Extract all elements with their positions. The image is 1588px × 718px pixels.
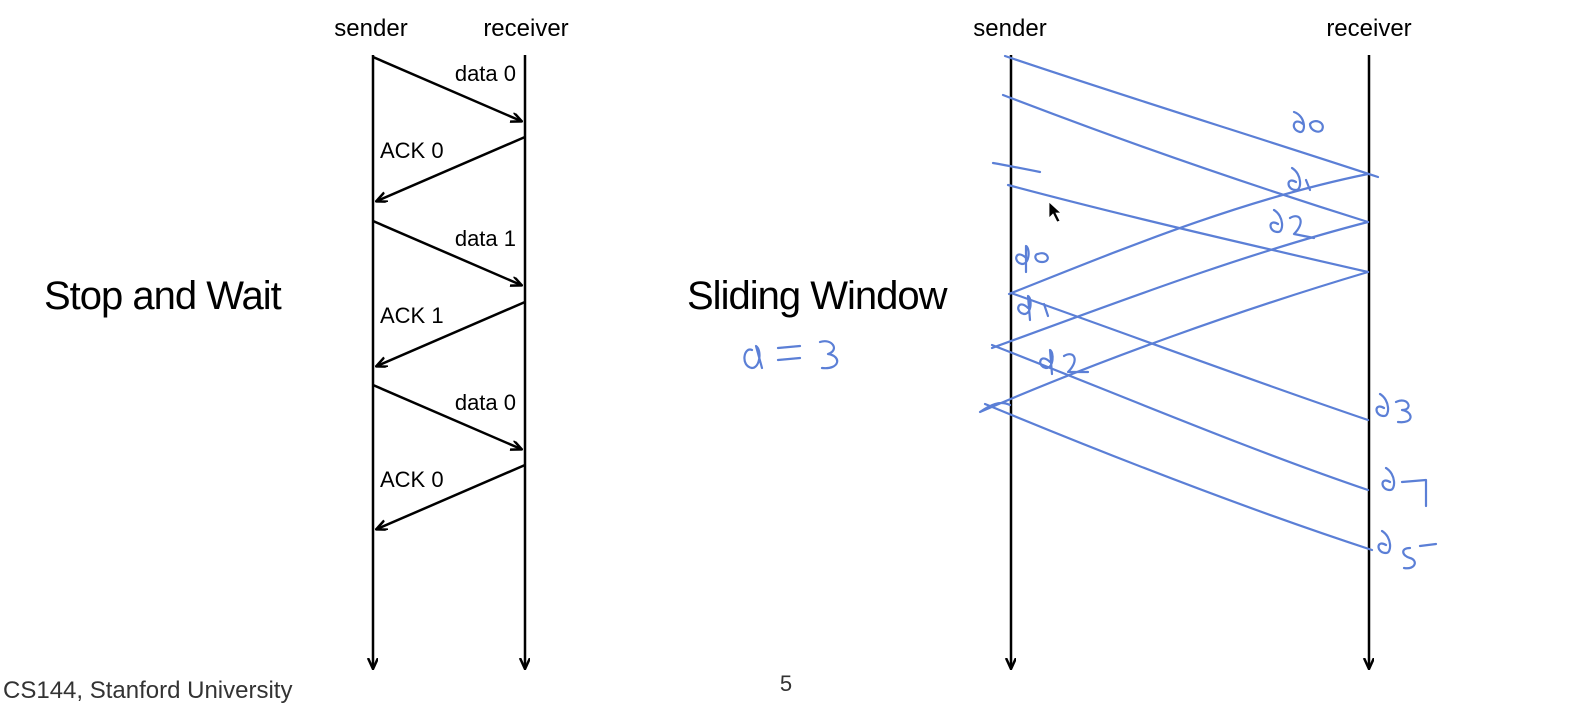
- saw-receiver-label: receiver: [483, 15, 568, 42]
- ink-label-d1: [1287, 166, 1312, 192]
- saw-title: Stop and Wait: [44, 274, 282, 318]
- sw-receiver-label: receiver: [1326, 15, 1411, 42]
- ink-data-d1: [1001, 93, 1370, 224]
- sliding-window-diagram: sender receiver Sliding Window: [687, 15, 1438, 668]
- saw-arrow-data-0-again: [372, 383, 521, 449]
- stop-and-wait-diagram: sender receiver data 0 ACK 0 data 1 ACK …: [44, 15, 569, 668]
- ink-label-a2: [1039, 348, 1090, 376]
- page-number: 5: [780, 671, 792, 696]
- saw-msg-4: ACK 1: [380, 303, 444, 328]
- ink-label-d2: [1269, 208, 1316, 240]
- saw-msg-1: data 0: [455, 61, 516, 86]
- saw-sender-label: sender: [334, 15, 407, 42]
- ink-data-d3: [1009, 291, 1370, 422]
- saw-arrow-data-1: [372, 219, 521, 285]
- saw-msg-6: ACK 0: [380, 467, 444, 492]
- ink-label-d5: [1377, 529, 1438, 570]
- sw-sender-label: sender: [973, 15, 1046, 42]
- handwritten-annotations: [743, 54, 1438, 570]
- saw-msg-5: data 0: [455, 390, 516, 415]
- ink-ack-a0: [1007, 172, 1370, 296]
- ink-label-d0: [1292, 110, 1324, 134]
- ink-ack-a2: [978, 270, 1370, 414]
- saw-arrow-ack-1: [377, 300, 526, 366]
- footer-course: CS144, Stanford University: [3, 677, 292, 704]
- ink-label-a0: [1015, 244, 1049, 274]
- sw-title: Sliding Window: [687, 274, 948, 318]
- ink-window-size-annotation: [743, 340, 839, 370]
- ink-data-d5: [983, 402, 1374, 552]
- ink-ack-a1: [990, 220, 1370, 350]
- ink-label-a1: [1017, 294, 1050, 322]
- saw-msg-3: data 1: [455, 226, 516, 251]
- saw-arrow-ack-0-again: [377, 463, 526, 529]
- saw-arrow-ack-0: [377, 135, 526, 201]
- mouse-cursor-icon: [1048, 201, 1063, 223]
- ink-stroke-pre: [991, 161, 1042, 174]
- ink-data-d0: [1003, 54, 1380, 179]
- saw-arrow-data-0: [372, 55, 521, 121]
- ink-data-d2: [1006, 183, 1370, 274]
- ink-label-d3: [1375, 392, 1412, 424]
- saw-msg-2: ACK 0: [380, 138, 444, 163]
- ink-label-d4: [1381, 466, 1428, 508]
- ink-data-d4: [990, 343, 1370, 492]
